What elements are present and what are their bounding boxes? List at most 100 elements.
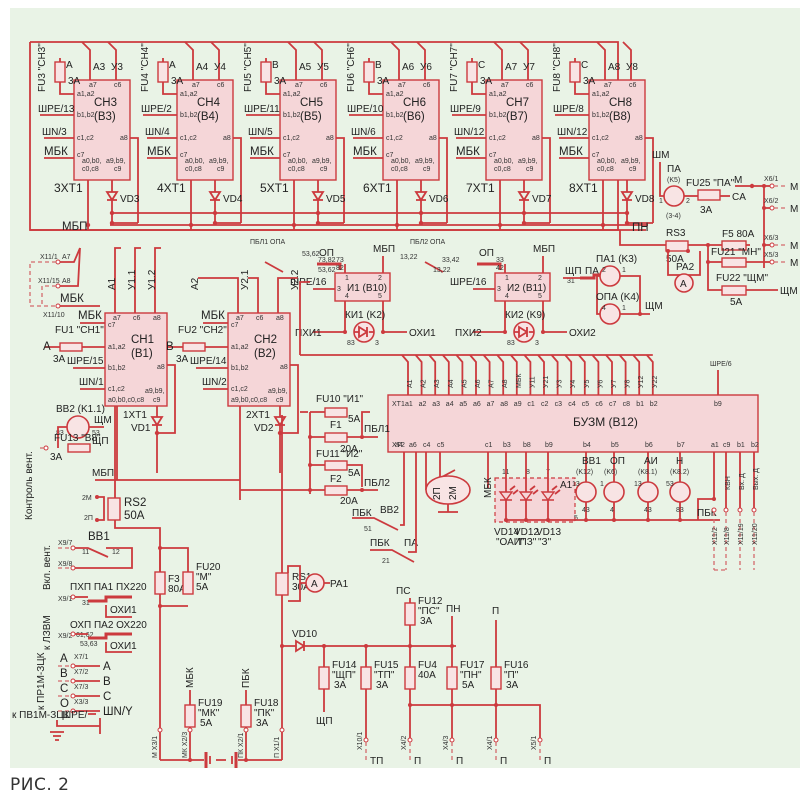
- label: c9: [153, 397, 161, 404]
- label: 13: [572, 481, 580, 488]
- diode-vd3: [105, 191, 119, 202]
- terminal-id: X10/1: [357, 732, 364, 750]
- pin: a0,b0,: [288, 158, 308, 165]
- terminal-label: M: [790, 204, 798, 215]
- pa1-label: PA1: [330, 579, 349, 590]
- label: a9,b0,c0,c8: [231, 397, 267, 404]
- mbk-label: МБК: [147, 146, 171, 158]
- oxi1b-label: ОХИ1: [110, 641, 137, 652]
- shm-label: ШМ: [652, 150, 670, 161]
- terminal-id: X11/8: [724, 527, 731, 545]
- terminal-id: X5/3: [764, 252, 779, 259]
- terminal-x2-1: [243, 727, 249, 733]
- oxp-label: ОХП ПА2 ОХ220: [70, 620, 147, 631]
- terminal-id: X7/2: [74, 669, 89, 676]
- pn-label: ПН: [632, 222, 649, 234]
- bb2-label: BB2 (K1.1): [56, 404, 105, 415]
- block-id: (B2): [254, 348, 276, 360]
- label: 2П: [84, 515, 93, 522]
- pin: a1,a2: [592, 91, 610, 98]
- relay-id: (K8.1): [638, 469, 657, 476]
- relay-id: (K12): [576, 469, 593, 476]
- svg-text:RS3: RS3: [666, 228, 686, 239]
- pin-label: b9: [545, 442, 553, 449]
- pin-label: c1: [527, 401, 535, 408]
- pin: b1,b2: [592, 112, 610, 119]
- f3-fuse: [154, 571, 166, 595]
- svg-text:PA2: PA2: [676, 262, 695, 273]
- fu4-label: FU4: [418, 660, 437, 671]
- phase-out: ШN/Y: [103, 706, 133, 718]
- pin: c9: [423, 166, 431, 173]
- terminal-x5-3: X5/3M: [764, 252, 798, 269]
- terminal-x4-2: X4/2П: [401, 735, 421, 767]
- input-label: У2.1: [240, 269, 251, 290]
- block-body: [485, 79, 543, 181]
- terminal-label: П: [500, 756, 507, 767]
- label: a7: [236, 315, 244, 322]
- input-a-label: A7: [505, 62, 518, 73]
- label: FU12: [418, 596, 443, 607]
- bb1-label: BB1: [88, 531, 110, 543]
- block-name: И2 (B11): [507, 283, 546, 294]
- svg-text:A8: A8: [62, 278, 71, 285]
- label: 2М: [82, 495, 92, 502]
- shre-label: ШРЕ/: [62, 710, 88, 721]
- label: X9/1: [58, 596, 73, 603]
- label: "ПС": [418, 606, 440, 617]
- pin-label: a2: [419, 401, 427, 408]
- pin-label: b8: [523, 442, 531, 449]
- input-label: У1.2: [147, 269, 158, 290]
- fu18-fuse: [240, 704, 252, 728]
- fuse: [569, 61, 581, 83]
- fuse-rating: 3A: [68, 76, 81, 87]
- pa1-ammeter: [305, 573, 325, 593]
- phase-out: C: [103, 691, 111, 703]
- label: 53,62: [302, 251, 320, 258]
- fuse-rating: 3A: [274, 76, 287, 87]
- pin: c1,c2: [386, 135, 403, 142]
- pin: c1,c2: [592, 135, 609, 142]
- input-y-label: У8: [626, 62, 638, 73]
- fu15-label: FU15: [374, 660, 399, 671]
- svg-text:X11/10: X11/10: [43, 312, 65, 319]
- input-label: У6: [597, 380, 604, 388]
- svg-text:ПА: ПА: [404, 538, 418, 549]
- oxi1-label: ОХИ1: [110, 605, 137, 616]
- svg-text:20A: 20A: [340, 496, 358, 507]
- svg-text:1: 1: [622, 267, 626, 274]
- block-name: CH5: [300, 97, 323, 109]
- block-name: CH2: [254, 334, 277, 346]
- input-label: У22: [652, 376, 659, 388]
- pin: c7: [77, 152, 85, 159]
- input-label: У11: [529, 376, 536, 388]
- svg-text:ЩМ: ЩМ: [645, 301, 663, 312]
- label: 4: [610, 507, 614, 514]
- pa1-opa-relays: ЩП 31 ПА ПА1 (K3) 2 1 ОПА (K4) 4 1 ЩМ: [563, 254, 663, 325]
- label: a1,a2: [108, 344, 126, 351]
- svg-text:FU22 "ЩМ": FU22 "ЩМ": [716, 273, 768, 284]
- led-name: VD12: [514, 527, 539, 538]
- pin-label: a6: [473, 401, 481, 408]
- rs2-label: RS2: [124, 497, 146, 509]
- relay-name: BB1: [582, 456, 601, 467]
- pa-k5-coil: [663, 185, 685, 207]
- diode-vd5: [311, 191, 325, 202]
- label: 5A: [200, 718, 213, 729]
- label: 11: [82, 549, 89, 556]
- label: 1: [345, 275, 349, 282]
- label: c1,c2: [231, 386, 248, 393]
- label: 73,82: [318, 257, 336, 264]
- pin: a0,b0,: [82, 158, 102, 165]
- vd-label: VD5: [326, 194, 346, 205]
- svg-text:X11/1: X11/1: [40, 254, 58, 261]
